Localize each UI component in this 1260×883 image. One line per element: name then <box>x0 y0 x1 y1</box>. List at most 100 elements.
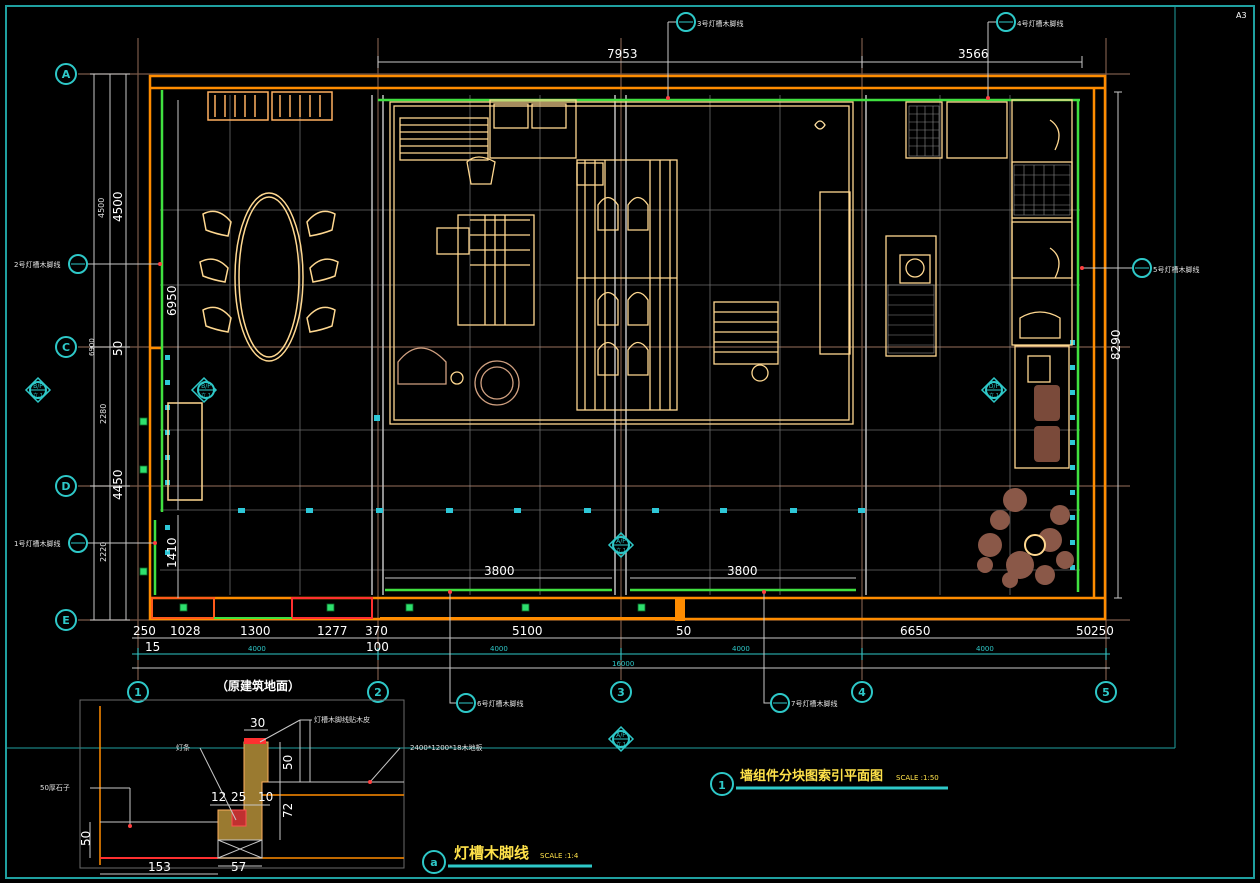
svg-text:B/P: B/P <box>201 383 211 390</box>
dim-left-3: 2280 <box>99 404 108 424</box>
svg-text:立.1: 立.1 <box>33 392 43 399</box>
svg-text:D/P: D/P <box>989 383 1000 390</box>
svg-text:57: 57 <box>231 860 246 874</box>
detail-section: （原建筑地面） 灯槽木脚线贴木皮 灯条 2400*1200*18木地板 50厚石… <box>40 678 483 875</box>
svg-text:30: 30 <box>250 716 265 730</box>
svg-text:4000: 4000 <box>248 645 266 653</box>
detail-label-stone: 50厚石子 <box>40 784 70 792</box>
svg-text:4000: 4000 <box>732 645 750 653</box>
detail-caption: （原建筑地面） <box>216 678 300 693</box>
svg-text:50: 50 <box>281 755 295 770</box>
svg-text:3号灯槽木脚线: 3号灯槽木脚线 <box>697 19 743 28</box>
dim-bottom-100: 100 <box>366 640 389 654</box>
detail-title-block: a 灯槽木脚线 SCALE :1:4 <box>422 844 592 874</box>
callout-bottom-mid: 6号灯槽木脚线 <box>456 693 523 713</box>
drawing-title-block: 1 墙组件分块图索引平面图 SCALE :1:50 <box>710 768 948 796</box>
drawing-title: 墙组件分块图索引平面图 <box>740 768 883 784</box>
svg-text:立.1: 立.1 <box>989 392 999 399</box>
svg-text:1028: 1028 <box>170 624 201 638</box>
sheet-size-label: A3 <box>1236 11 1247 20</box>
dim-top-span-b: 3566 <box>958 47 989 61</box>
dim-total-width: 16000 <box>612 660 634 668</box>
section-marker-mid: A/P 立.1 <box>607 531 635 559</box>
dim-left-5: 2220 <box>99 542 108 562</box>
svg-text:4000: 4000 <box>490 645 508 653</box>
callout-right-mid: 5号灯槽木脚线 <box>1132 258 1199 278</box>
light-trough-lines <box>153 90 1080 595</box>
svg-text:2号灯槽木脚线: 2号灯槽木脚线 <box>14 260 60 269</box>
section-marker-left-inner: B/P 立.1 <box>190 376 218 404</box>
svg-text:6650: 6650 <box>900 624 931 638</box>
svg-text:a: a <box>430 856 437 869</box>
svg-text:C: C <box>62 341 70 354</box>
dim-left-2-small: 6900 <box>88 338 96 356</box>
svg-text:1: 1 <box>134 686 142 699</box>
svg-text:50: 50 <box>1076 624 1091 638</box>
svg-text:A: A <box>62 68 71 81</box>
dim-top-span-a: 7953 <box>607 47 638 61</box>
bottom-wall-segments <box>151 597 685 621</box>
svg-text:5100: 5100 <box>512 624 543 638</box>
svg-text:50: 50 <box>676 624 691 638</box>
svg-text:72: 72 <box>281 803 295 818</box>
svg-text:50: 50 <box>79 831 93 846</box>
dim-inner-right-bay: 3800 <box>727 564 758 578</box>
armchairs <box>397 347 520 406</box>
cabinets-top-left <box>207 91 333 121</box>
grid-bubbles-rows: A C D E <box>55 63 77 631</box>
decorative-plant <box>977 488 1074 588</box>
svg-text:立.1: 立.1 <box>616 547 626 554</box>
dim-left-2: 50 <box>111 341 125 356</box>
dining-set <box>199 192 339 362</box>
callout-dots <box>153 96 1084 594</box>
detail-label-strip: 灯条 <box>176 743 190 752</box>
grid-spacing-dims: 4000 4000 4000 4000 <box>248 645 994 653</box>
svg-text:250: 250 <box>133 624 156 638</box>
dim-inner-left-bay: 3800 <box>484 564 515 578</box>
svg-text:2: 2 <box>374 686 382 699</box>
dim-left-1: 4500 <box>111 191 125 222</box>
dim-room-depth: 6950 <box>165 285 179 316</box>
sheet-border <box>5 5 1255 879</box>
svg-text:A/P: A/P <box>616 538 626 545</box>
svg-text:10: 10 <box>258 790 273 804</box>
svg-text:B/P: B/P <box>33 383 43 390</box>
side-cabinet-left <box>167 402 203 501</box>
svg-text:3: 3 <box>617 686 625 699</box>
svg-text:4号灯槽木脚线: 4号灯槽木脚线 <box>1017 19 1063 28</box>
svg-text:370: 370 <box>365 624 388 638</box>
bedroom-furniture <box>885 99 1073 469</box>
section-marker-left-outer: B/P 立.1 <box>24 376 52 404</box>
svg-text:4: 4 <box>858 686 866 699</box>
svg-text:1: 1 <box>718 779 726 792</box>
dim-nook: 1410 <box>165 537 179 568</box>
detail-scale: SCALE :1:4 <box>540 852 579 860</box>
svg-text:立.1: 立.1 <box>616 741 626 748</box>
callout-top-mid: 3号灯槽木脚线 <box>676 12 743 32</box>
svg-text:250: 250 <box>1091 624 1114 638</box>
callout-top-right: 4号灯槽木脚线 <box>996 12 1063 32</box>
detail-label-board: 2400*1200*18木地板 <box>410 743 483 752</box>
floor-tile-grid <box>160 95 1080 595</box>
drawing-scale: SCALE :1:50 <box>896 774 939 782</box>
callout-bottom-right: 7号灯槽木脚线 <box>770 693 837 713</box>
svg-text:6号灯槽木脚线: 6号灯槽木脚线 <box>477 699 523 708</box>
section-marker-bottom: A/P 立.1 <box>607 725 635 753</box>
brown-cushions <box>1034 385 1060 462</box>
cyan-markers <box>165 340 1075 570</box>
detail-label-top: 灯槽木脚线贴木皮 <box>314 715 370 724</box>
callout-leaders <box>80 21 1140 704</box>
detail-title: 灯槽木脚线 <box>454 844 529 862</box>
svg-text:立.1: 立.1 <box>201 392 211 399</box>
section-marker-right: D/P 立.1 <box>980 376 1008 404</box>
grid-lines <box>78 38 1130 680</box>
svg-text:1300: 1300 <box>240 624 271 638</box>
svg-text:A/P: A/P <box>616 732 626 739</box>
svg-text:153: 153 <box>148 860 171 874</box>
svg-text:7号灯槽木脚线: 7号灯槽木脚线 <box>791 699 837 708</box>
hatched-mats <box>887 105 1071 354</box>
svg-text:E: E <box>62 614 70 627</box>
svg-text:D: D <box>61 480 70 493</box>
dim-left-4: 4450 <box>111 469 125 500</box>
